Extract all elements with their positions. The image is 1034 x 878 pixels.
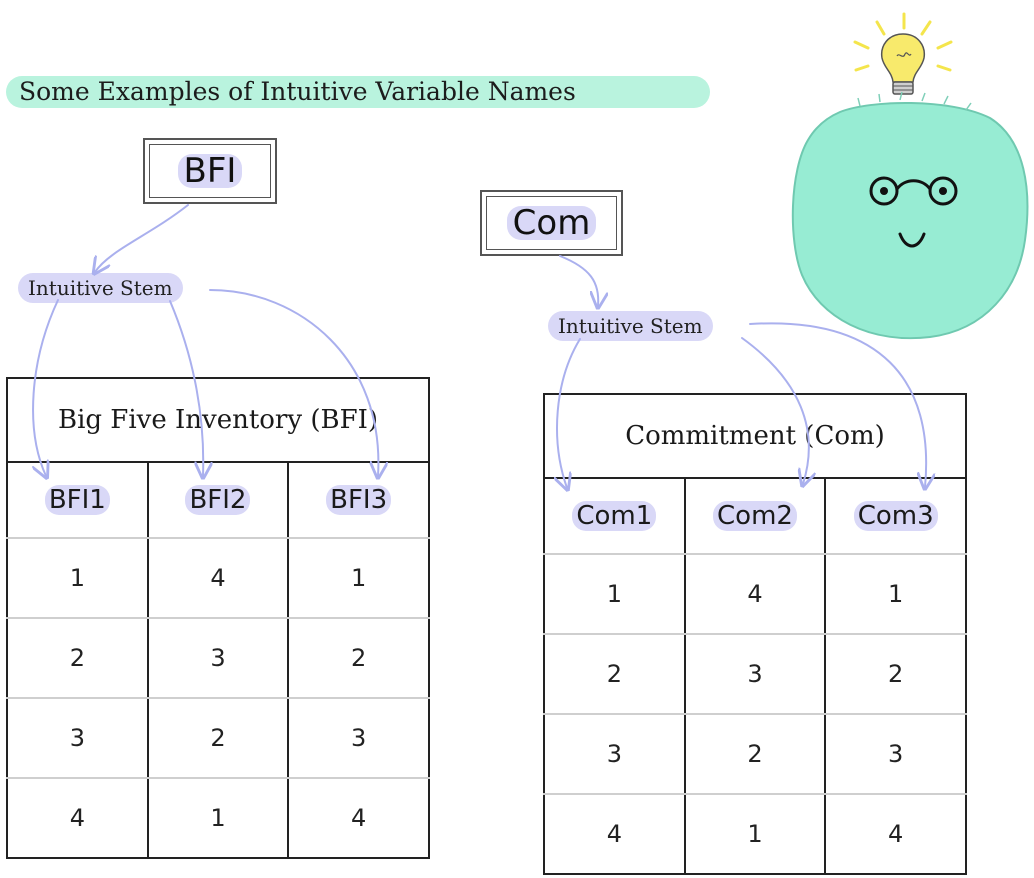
column-header: BFI2 bbox=[146, 462, 290, 539]
table-cell: 4 bbox=[824, 794, 967, 875]
variable-stem-box-bfi: BFI bbox=[143, 138, 277, 204]
variable-stem-box-com: Com bbox=[480, 190, 623, 256]
table-cell: 2 bbox=[146, 698, 290, 779]
table-cell: 3 bbox=[287, 698, 430, 779]
arrow-stem-to-bfi3 bbox=[209, 289, 378, 476]
table-cell: 2 bbox=[6, 618, 149, 699]
arrow-stem-to-bfi1 bbox=[33, 299, 59, 476]
variable-stem-bfi: BFI bbox=[177, 154, 243, 188]
intuitive-stem-label-right: Intuitive Stem bbox=[548, 311, 713, 341]
variable-stem-com: Com bbox=[506, 206, 597, 240]
column-header: Com3 bbox=[824, 478, 967, 555]
table-cell: 4 bbox=[146, 538, 290, 619]
table-cell: 4 bbox=[6, 778, 149, 859]
column-header: Com2 bbox=[683, 478, 827, 555]
table-cell: 2 bbox=[543, 634, 686, 715]
arrow-stem-to-com2 bbox=[741, 337, 809, 484]
table-cell: 4 bbox=[683, 554, 827, 635]
arrow-com-to-stem bbox=[559, 255, 598, 306]
arrow-stem-to-bfi2 bbox=[169, 300, 203, 476]
table-cell: 2 bbox=[824, 634, 967, 715]
bfi-table: Big Five Inventory (BFI) BFI1 BFI2 BFI3 … bbox=[6, 377, 430, 859]
table-cell: 3 bbox=[6, 698, 149, 779]
table-cell: 3 bbox=[824, 714, 967, 795]
arrow-bfi-to-stem bbox=[95, 204, 189, 272]
table-cell: 4 bbox=[543, 794, 686, 875]
arrow-stem-to-com1 bbox=[557, 338, 581, 488]
table-cell: 1 bbox=[683, 794, 827, 875]
mascot-avatar bbox=[791, 91, 1029, 340]
com-table-caption: Commitment (Com) bbox=[543, 393, 967, 479]
table-cell: 1 bbox=[146, 778, 290, 859]
table-cell: 3 bbox=[683, 634, 827, 715]
table-cell: 1 bbox=[824, 554, 967, 635]
intuitive-stem-label-left: Intuitive Stem bbox=[18, 273, 183, 303]
column-header: BFI1 bbox=[6, 462, 149, 539]
column-header: BFI3 bbox=[287, 462, 430, 539]
column-header: Com1 bbox=[543, 478, 686, 555]
table-cell: 3 bbox=[146, 618, 290, 699]
table-cell: 4 bbox=[287, 778, 430, 859]
arrow-stem-to-com3 bbox=[749, 322, 926, 487]
table-cell: 1 bbox=[6, 538, 149, 619]
table-cell: 1 bbox=[287, 538, 430, 619]
table-cell: 1 bbox=[543, 554, 686, 635]
table-cell: 3 bbox=[543, 714, 686, 795]
table-cell: 2 bbox=[683, 714, 827, 795]
lightbulb-icon bbox=[853, 12, 953, 95]
bfi-table-caption: Big Five Inventory (BFI) bbox=[6, 377, 430, 463]
table-cell: 2 bbox=[287, 618, 430, 699]
page-title: Some Examples of Intuitive Variable Name… bbox=[6, 76, 710, 108]
